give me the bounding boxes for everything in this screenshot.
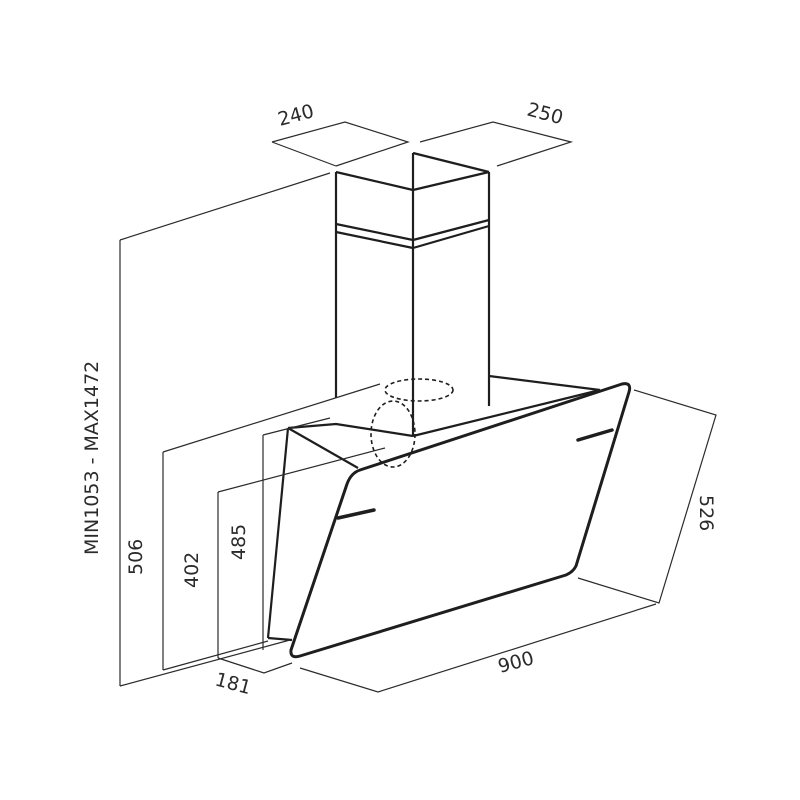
dim-506-label: 506 — [125, 539, 147, 575]
outlet-dashed — [370, 378, 454, 468]
dim-402-label: 402 — [181, 552, 203, 588]
chimney-upper — [334, 151, 491, 250]
chimney-lower — [334, 218, 491, 436]
dim-total-height-label: MIN1053 - MAX1472 — [81, 361, 103, 555]
glass-panel — [289, 382, 632, 659]
dim-900-label: 900 — [496, 647, 537, 678]
dim-485-label: 485 — [228, 524, 250, 560]
dim-181-label: 181 — [213, 669, 254, 700]
dim-526-label: 526 — [695, 495, 717, 531]
dim-250-label: 250 — [525, 99, 566, 130]
hood-body — [266, 374, 601, 642]
dim-240-label: 240 — [276, 100, 317, 131]
dimension-lines — [119, 121, 717, 693]
